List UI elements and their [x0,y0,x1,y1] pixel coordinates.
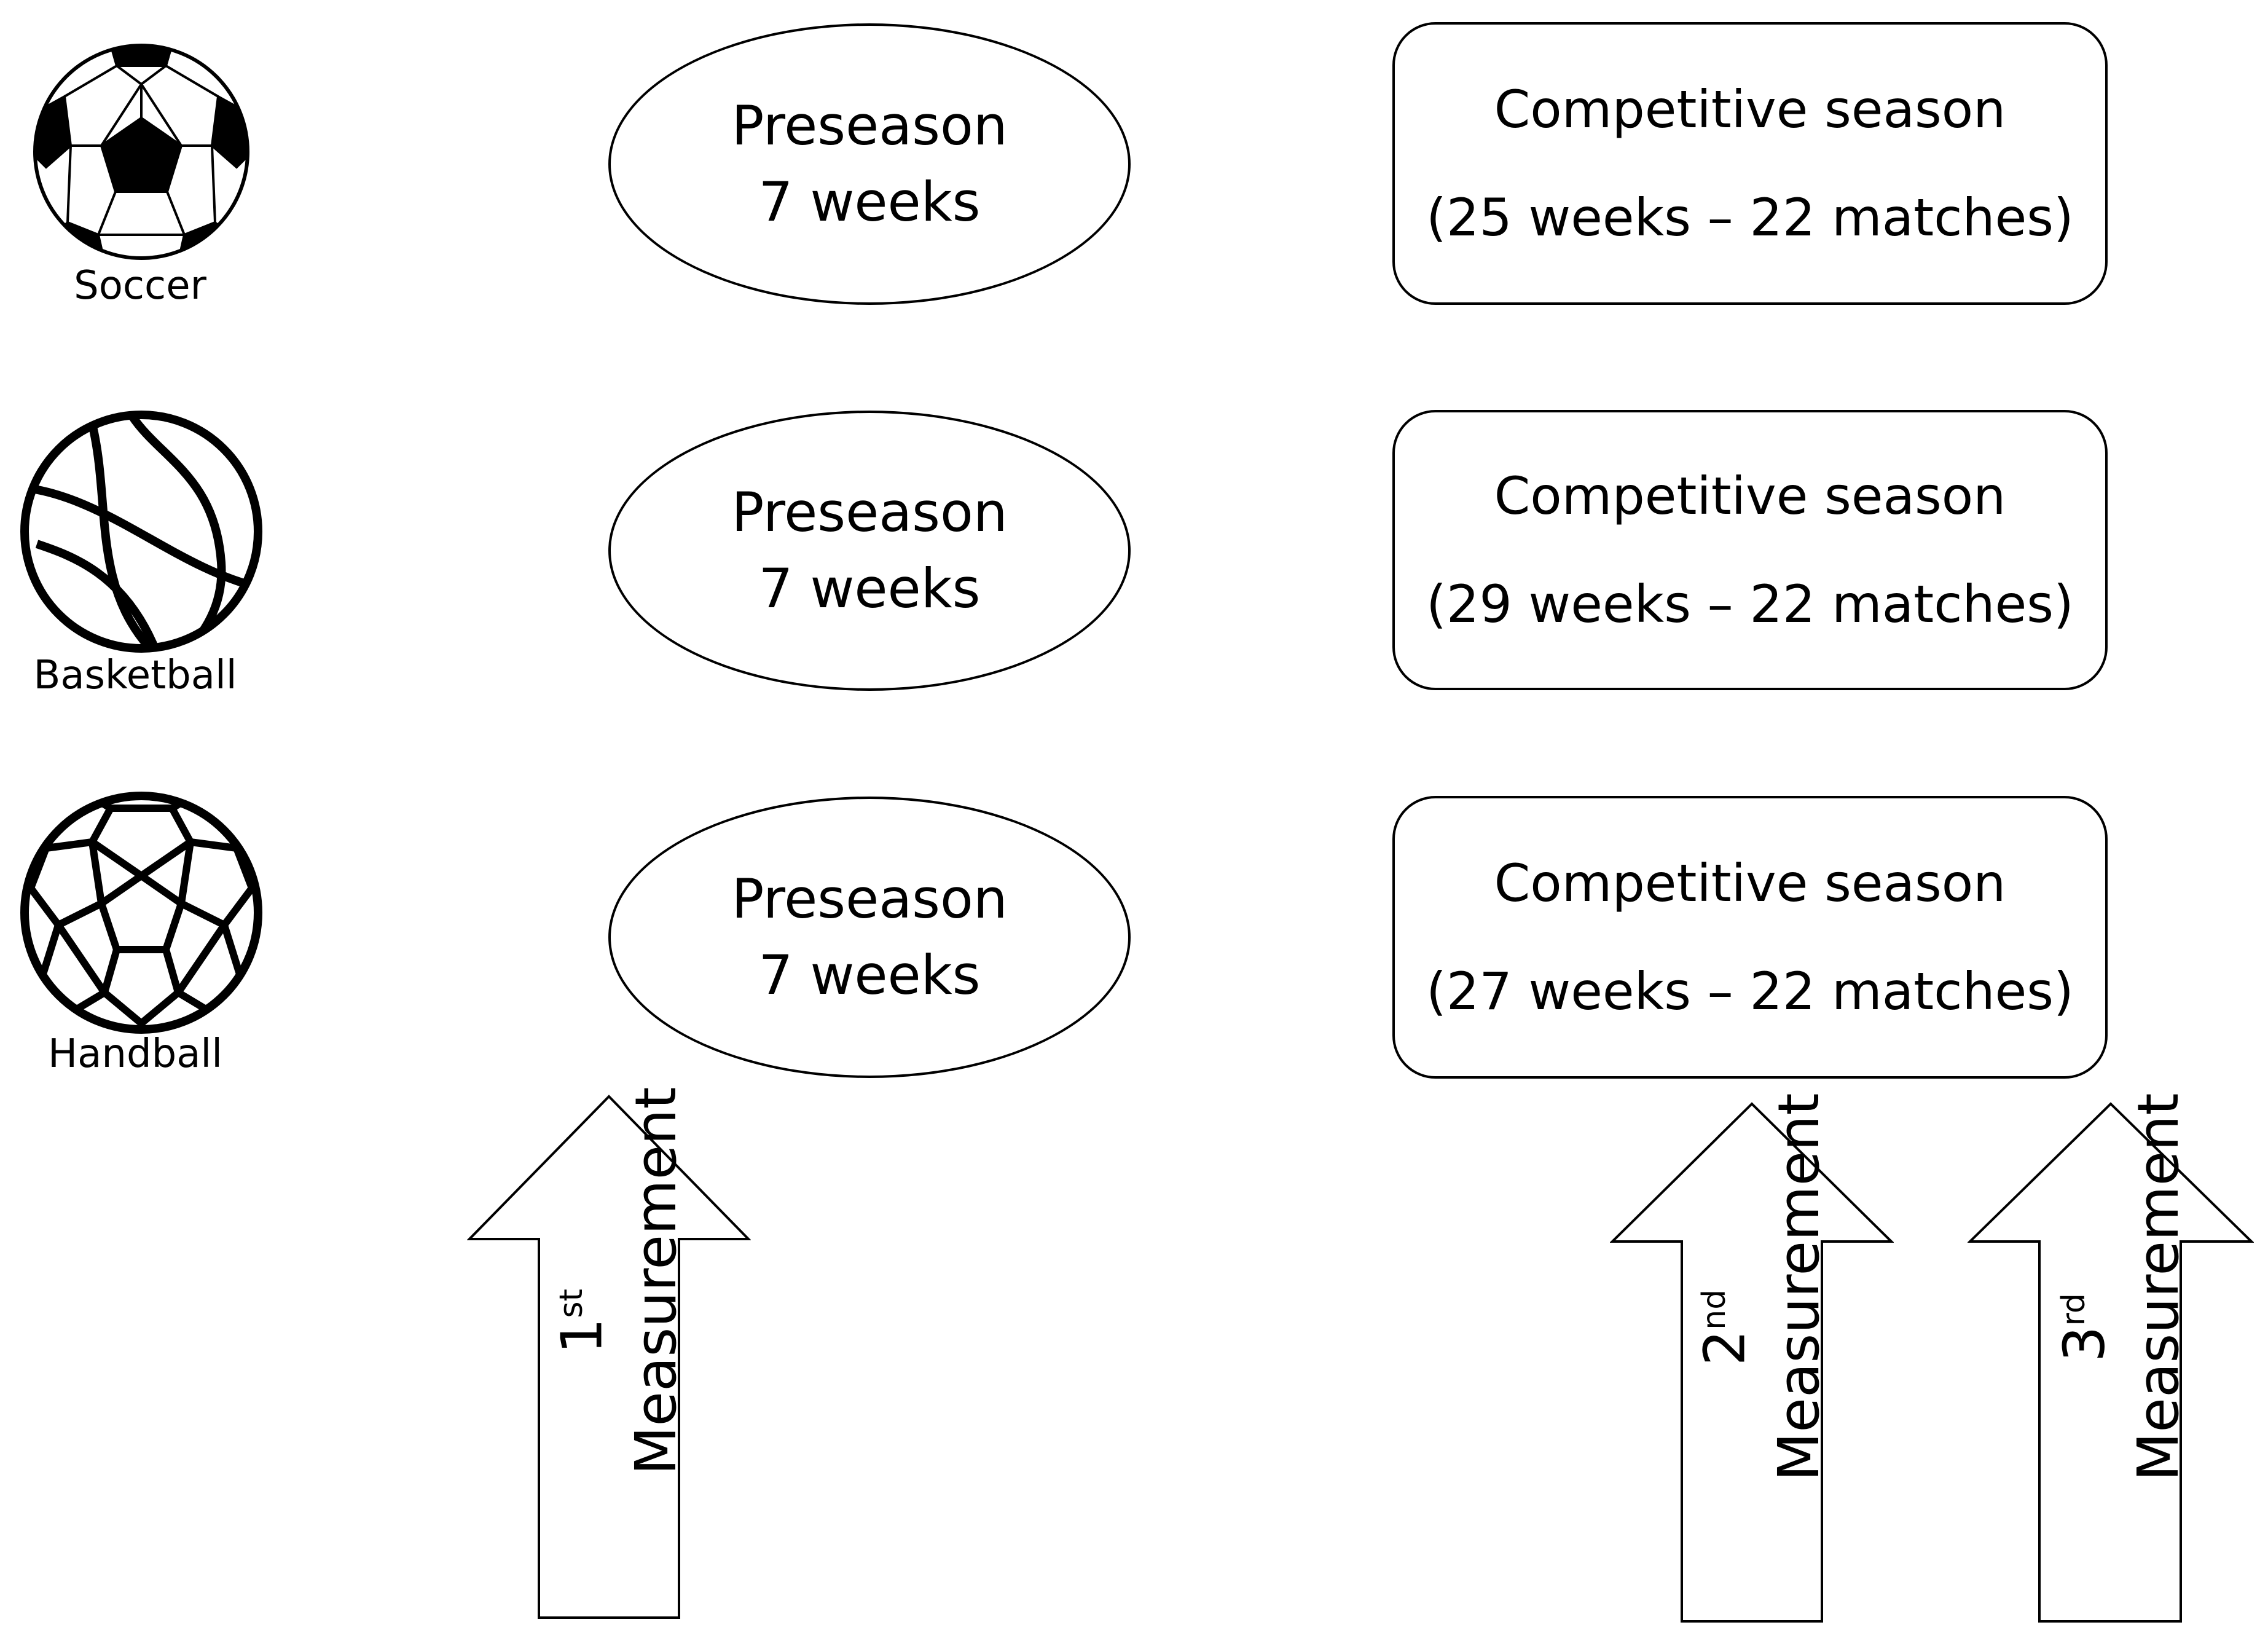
sport-label-soccer: Soccer [74,263,206,309]
soccer-ball-icon [33,44,249,260]
measurement-arrow-2 [1610,1102,1894,1623]
measurement-number: 2 [1692,1329,1758,1366]
competitive-season-detail: (29 weeks – 22 matches) [1426,574,2074,634]
competitive-season-box-handball: Competitive season (27 weeks – 22 matche… [1392,796,2108,1079]
measurement-word: Measurement [2125,1093,2191,1481]
measurement-label-2: 2nd Measurement [1677,1093,1832,1481]
preseason-title: Preseason [731,867,1008,931]
preseason-duration: 7 weeks [758,557,981,620]
competitive-season-title: Competitive season [1494,853,2006,913]
measurement-suffix: st [553,1288,590,1318]
competitive-season-box-soccer: Competitive season (25 weeks – 22 matche… [1392,22,2108,305]
competitive-season-title: Competitive season [1494,79,2006,140]
measurement-number: 1 [549,1318,615,1355]
preseason-ellipse-handball: Preseason 7 weeks [608,797,1131,1078]
measurement-arrow-3 [1968,1102,2254,1623]
sport-label-handball: Handball [48,1031,222,1077]
measurement-word: Measurement [622,1087,689,1475]
preseason-ellipse-basketball: Preseason 7 weeks [608,411,1131,691]
preseason-ellipse-soccer: Preseason 7 weeks [608,23,1131,305]
handball-icon [20,792,262,1034]
sport-label-basketball: Basketball [33,653,237,698]
competitive-season-detail: (27 weeks – 22 matches) [1426,961,2074,1021]
preseason-title: Preseason [731,94,1008,157]
measurement-suffix: rd [2055,1293,2092,1326]
preseason-duration: 7 weeks [758,943,981,1007]
measurement-number: 3 [2051,1326,2117,1363]
measurement-label-3: 3rd Measurement [2037,1093,2191,1481]
measurement-label-1: 1st Measurement [535,1087,689,1475]
competitive-season-detail: (25 weeks – 22 matches) [1426,187,2074,248]
preseason-title: Preseason [731,481,1008,544]
measurement-word: Measurement [1765,1093,1832,1481]
competitive-season-box-basketball: Competitive season (29 weeks – 22 matche… [1392,410,2108,690]
competitive-season-title: Competitive season [1494,466,2006,526]
measurement-suffix: nd [1696,1289,1733,1330]
preseason-duration: 7 weeks [758,170,981,234]
basketball-icon [20,411,262,653]
measurement-arrow-1 [467,1095,751,1619]
